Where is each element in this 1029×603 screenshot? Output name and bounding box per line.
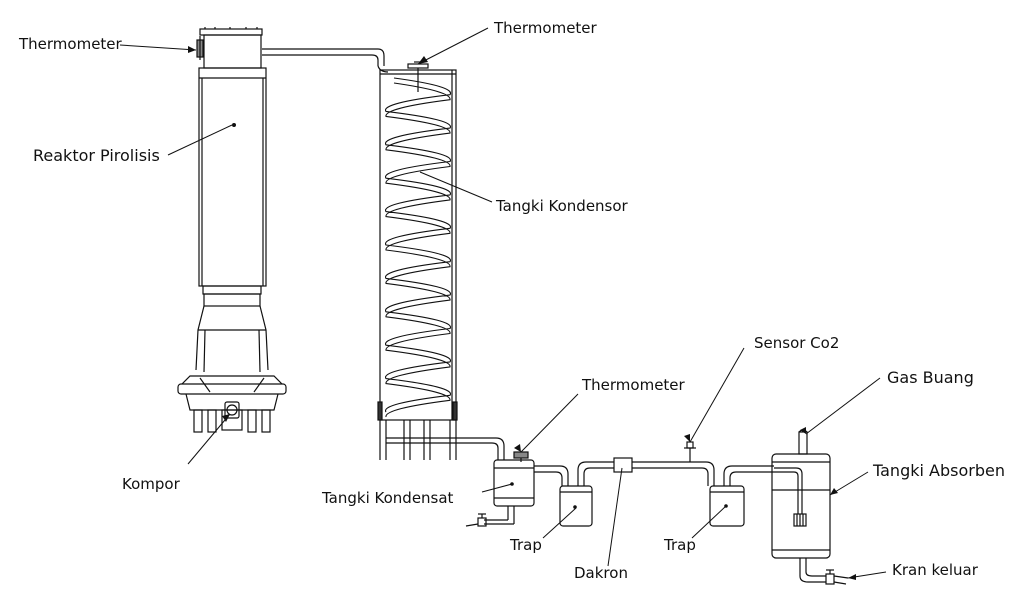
label-gas-buang: Gas Buang: [887, 368, 974, 387]
label-sensor-co2: Sensor Co2: [754, 334, 840, 352]
label-thermometer-kondensat: Thermometer: [582, 376, 685, 394]
label-kompor: Kompor: [122, 475, 180, 493]
tangki-kondensor: [377, 61, 458, 460]
sensor-co2: [684, 441, 696, 462]
trap-1: [559, 485, 593, 527]
trap-2: [709, 485, 745, 527]
tangki-absorben: [771, 429, 849, 585]
pipe-trap2-absorben: [723, 465, 774, 486]
label-thermometer-condenser: Thermometer: [494, 19, 597, 37]
pipe-trap1-trap2: [577, 441, 715, 486]
label-tangki-kondensat: Tangki Kondensat: [322, 489, 454, 507]
pipe-kondensat-trap1: [534, 465, 569, 486]
label-kran-keluar: Kran keluar: [892, 561, 978, 579]
label-reaktor-pirolisis: Reaktor Pirolisis: [33, 146, 160, 165]
label-tangki-kondensor: Tangki Kondensor: [496, 197, 628, 215]
kran-keluar: [825, 569, 849, 585]
tangki-kondensat: [465, 451, 535, 527]
label-tangki-absorben: Tangki Absorben: [873, 461, 1005, 480]
pipe-reactor-condenser: [262, 48, 389, 73]
thermometer-reactor: [196, 36, 204, 60]
arrowheads: [188, 46, 856, 580]
kompor: [177, 375, 287, 433]
leader-lines: [119, 27, 887, 579]
thermometer-condenser: [407, 61, 429, 92]
label-trap-1: Trap: [510, 536, 542, 554]
label-dakron: Dakron: [574, 564, 628, 582]
label-thermometer-reactor: Thermometer: [19, 35, 122, 53]
dakron-filter: [613, 457, 633, 473]
pipe-condenser-kondensat: [386, 437, 505, 460]
label-trap-2: Trap: [664, 536, 696, 554]
reaktor-pirolisis: [177, 27, 287, 433]
